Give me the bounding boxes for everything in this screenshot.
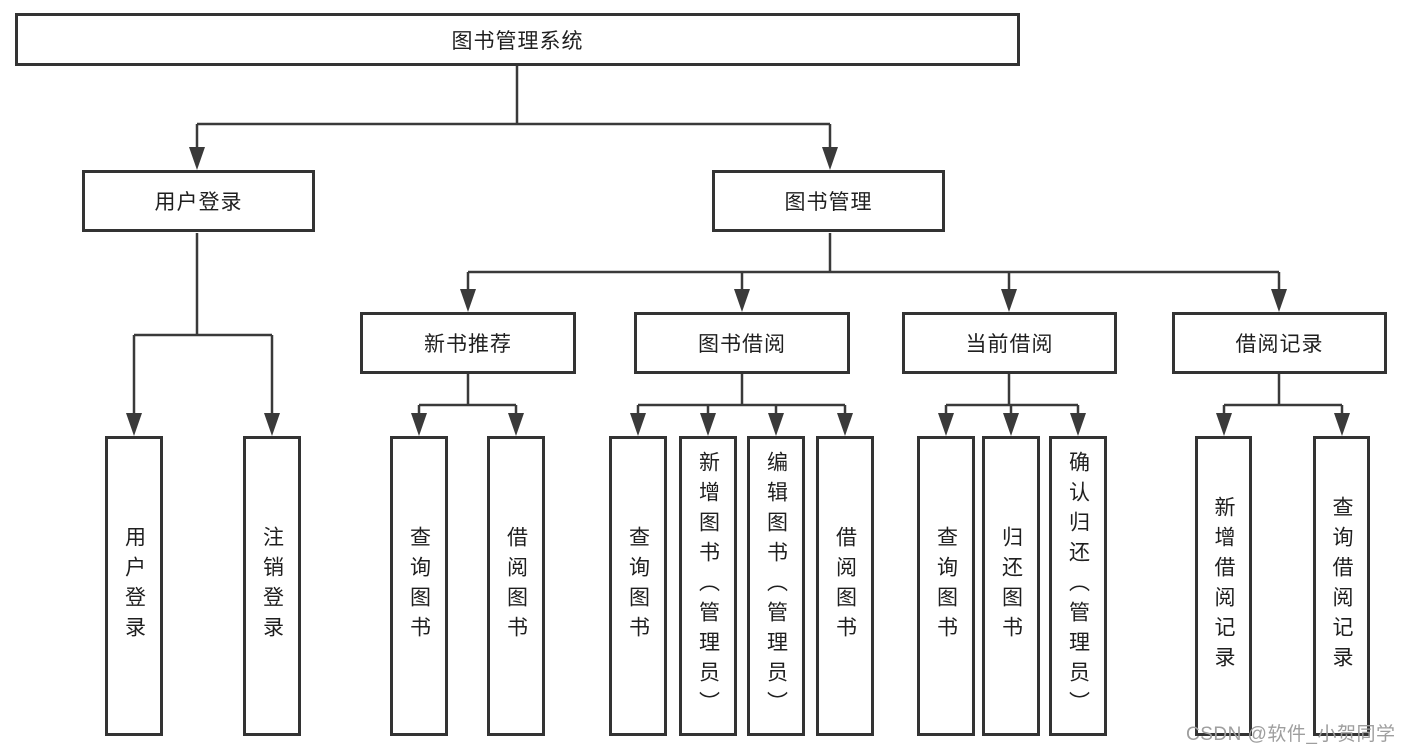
arrow-down-icon xyxy=(1070,413,1086,436)
arrow-down-icon xyxy=(630,413,646,436)
arrow-down-icon xyxy=(411,413,427,436)
node-book-management: 图书管理 xyxy=(712,170,945,232)
leaf-add-borrow-record: 新增借阅记录 xyxy=(1195,436,1252,736)
node-borrowing-records: 借阅记录 xyxy=(1172,312,1387,374)
leaf-edit-books-admin: 编辑图书（管理员） xyxy=(747,436,805,736)
leaf-borrow-books-recommend: 借阅图书 xyxy=(487,436,545,736)
arrow-down-icon xyxy=(837,413,853,436)
leaf-query-books-borrowing: 查询图书 xyxy=(609,436,667,736)
leaf-logout: 注销登录 xyxy=(243,436,301,736)
leaf-query-books-recommend: 查询图书 xyxy=(390,436,448,736)
arrow-down-icon xyxy=(508,413,524,436)
leaf-borrow-books: 借阅图书 xyxy=(816,436,874,736)
node-current-borrowing: 当前借阅 xyxy=(902,312,1117,374)
leaf-return-books: 归还图书 xyxy=(982,436,1040,736)
leaf-add-books-admin: 新增图书（管理员） xyxy=(679,436,737,736)
arrow-down-icon xyxy=(1001,289,1017,312)
watermark-text: CSDN @软件_小贺同学 xyxy=(1186,724,1396,745)
node-new-book-recommend: 新书推荐 xyxy=(360,312,576,374)
arrow-down-icon xyxy=(1334,413,1350,436)
leaf-user-login: 用户登录 xyxy=(105,436,163,736)
arrow-down-icon xyxy=(460,289,476,312)
arrow-down-icon xyxy=(1216,413,1232,436)
arrow-down-icon xyxy=(1003,413,1019,436)
node-root-system: 图书管理系统 xyxy=(15,13,1020,66)
leaf-query-borrow-record: 查询借阅记录 xyxy=(1313,436,1370,736)
arrow-down-icon xyxy=(768,413,784,436)
arrow-down-icon xyxy=(734,289,750,312)
arrow-down-icon xyxy=(1271,289,1287,312)
arrow-down-icon xyxy=(822,147,838,170)
leaf-query-books-current: 查询图书 xyxy=(917,436,975,736)
leaf-confirm-return-admin: 确认归还（管理员） xyxy=(1049,436,1107,736)
node-user-login: 用户登录 xyxy=(82,170,315,232)
node-book-borrowing: 图书借阅 xyxy=(634,312,850,374)
arrow-down-icon xyxy=(264,413,280,436)
arrow-down-icon xyxy=(126,413,142,436)
arrow-down-icon xyxy=(189,147,205,170)
arrow-down-icon xyxy=(700,413,716,436)
arrow-down-icon xyxy=(938,413,954,436)
